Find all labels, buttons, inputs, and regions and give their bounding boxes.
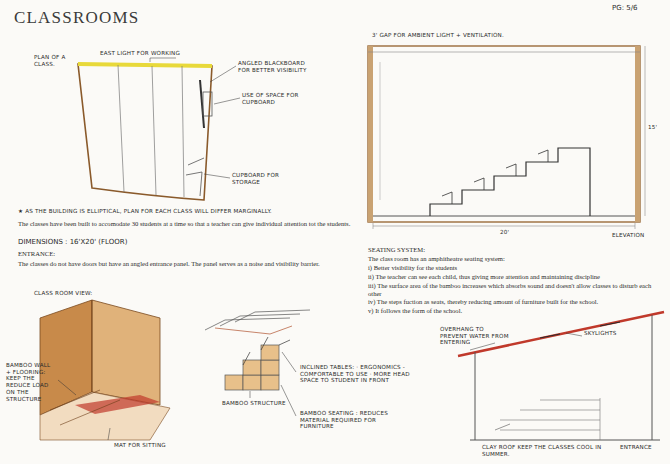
body-text: v) It follows the form of the school. [368, 307, 658, 315]
annotation: SKYLIGHTS [584, 330, 634, 337]
section-sketch [458, 312, 664, 440]
annotation: BAMBOO STRUCTURE [222, 400, 302, 407]
dimension: 15' [648, 124, 664, 131]
drawing-title: PLAN OF A CLASS. [34, 54, 78, 67]
body-text: The classes have been built to accomodat… [18, 220, 358, 228]
annotation: EAST LIGHT FOR WORKING [100, 50, 210, 57]
annotation: CLAY ROOF KEEP THE CLASSES COOL IN SUMME… [482, 444, 612, 457]
annotation: BAMBOO WALL + FLOORING: KEEP THE REDUCE … [6, 362, 56, 402]
plan-drawing [78, 58, 240, 200]
annotation: OVERHANG TO PREVENT WATER FROM ENTERING [440, 326, 512, 346]
elevation-drawing [368, 46, 645, 229]
annotation: INCLINED TABLES: · ERGONOMICS - COMFORTA… [300, 364, 410, 384]
body-text: iv) The steps fuction as seats, thereby … [368, 298, 658, 306]
note: ★ AS THE BUILDING IS ELLIPTICAL, PLAN FO… [18, 208, 358, 215]
body-heading: SEATING SYSTEM: [368, 246, 658, 254]
annotation: USE OF SPACE FOR CUPBOARD [242, 92, 312, 105]
annotation: BAMBOO SEATING : REDUCES MATERIAL REQUIR… [300, 410, 410, 430]
sheet-title: CLASSROOMS [14, 8, 139, 28]
body-text: iii) The surface area of the bamboo incr… [368, 282, 658, 298]
body-text: i) Better visibility for the students [368, 264, 658, 272]
body-text: ii) The teacher can see each child, thus… [368, 273, 658, 281]
annotation: ANGLED BLACKBOARD FOR BETTER VISIBILITY [238, 60, 318, 73]
dimension-text: DIMENSIONS : 16'X20' (FLOOR) [18, 238, 218, 246]
classroom-view-sketch [40, 300, 170, 440]
annotation: MAT FOR SITTING [114, 442, 184, 449]
body-text: The class room has an amphitheatre seati… [368, 255, 658, 263]
drawing-title: CLASS ROOM VIEW: [34, 290, 144, 297]
drawing-title: ELEVATION [612, 232, 667, 239]
annotation: CUPBOARD FOR STORAGE [232, 172, 298, 185]
annotation: 3' GAP FOR AMBIENT LIGHT + VENTILATION. [372, 32, 652, 39]
body-text: The classes do not have doors but have a… [18, 260, 358, 268]
annotation: ENTRANCE [620, 444, 666, 451]
seating-sketch [205, 310, 310, 416]
body-heading: ENTRANCE: [18, 250, 118, 258]
dimension: 20' [500, 229, 520, 236]
page-number: PG: 5/6 [612, 4, 662, 12]
